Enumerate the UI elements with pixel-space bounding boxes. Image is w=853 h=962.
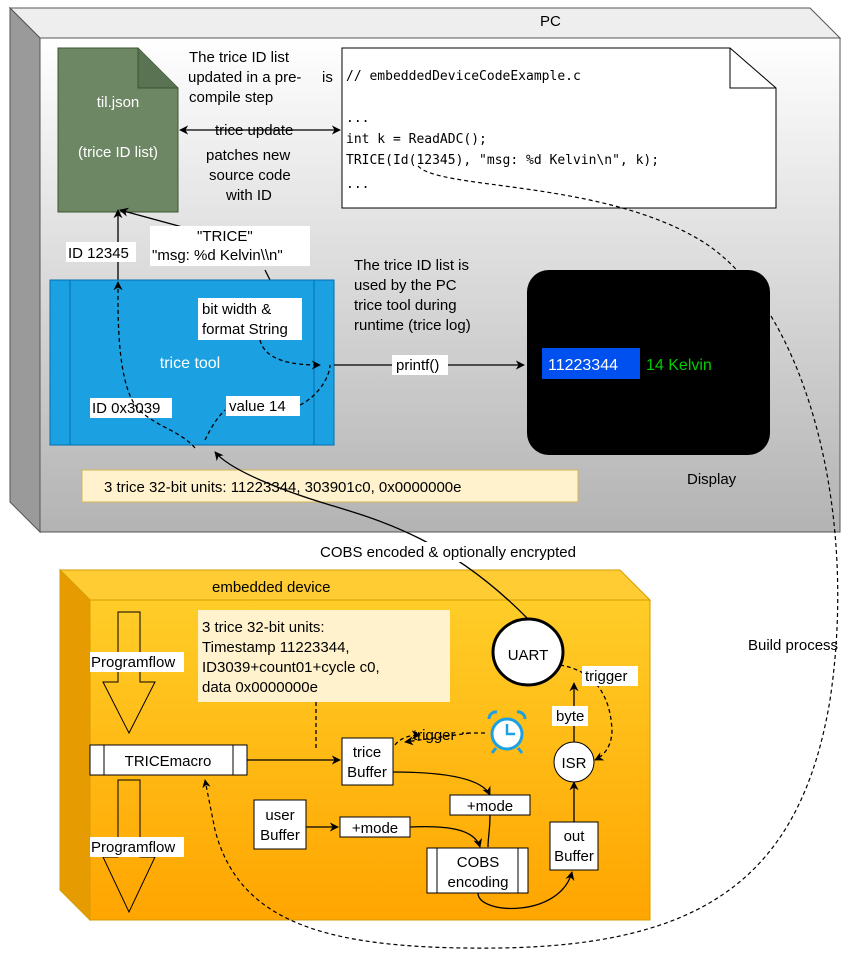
til-json-document[interactable]: til.json (trice ID list) [57,47,179,213]
programflow-top-label: Programflow [91,654,175,671]
uart-circle[interactable]: UART [491,617,565,687]
build-process-label: Build process [748,637,838,654]
pc-units-text: 3 trice 32-bit units: 11223344, 303901c0… [104,479,462,496]
cobs-line-2: encoding [448,874,509,891]
code-line-5: TRICE(Id(12345), "msg: %d Kelvin\n", k); [346,153,659,168]
mode-right-label: +mode [467,798,513,815]
programflow-bottom: Programflow [90,779,184,914]
trice-buffer-line-2: Buffer [347,764,387,781]
note-updated-line-3: updated in a pre- [188,69,301,86]
note-id-list-used: The trice ID list is used by the PC tric… [354,257,471,334]
clock-trigger: trigger [394,724,485,746]
emb-units-line-4: data 0x0000000e [202,679,318,696]
out-buffer-box[interactable]: out Buffer [549,821,599,871]
display-screen: 11223344 14 Kelvin [527,270,770,455]
display-value-1-bg [542,348,640,379]
note-patches-line-2: source code [209,167,291,184]
id-lookup-arrows: ID 12345 "TRICE" "msg: %d Kelvin\\n" [66,207,310,281]
mode-left-label: +mode [352,820,398,837]
isr-label: ISR [561,755,586,772]
user-buffer-line-2: Buffer [260,827,300,844]
trice-update-arrow: trice update [179,122,341,139]
til-json-subtitle: (trice ID list) [78,144,158,161]
tricemacro-label: TRICEmacro [125,753,212,770]
pc-title: PC [540,13,561,30]
cobs-link: COBS encoded & optionally encrypted [214,451,618,619]
note-id-list-updated: The trice ID list is updated in a pre- c… [188,49,333,106]
printf-arrow: printf() [334,355,525,375]
til-json-name: til.json [97,94,140,111]
bit-width-line-1: bit width & [202,301,271,318]
display-label: Display [687,471,737,488]
emb-units-line-3: ID3039+count01+cycle c0, [202,659,380,676]
id-12345-label: ID 12345 [68,245,129,262]
note-updated-line-4: compile step [189,89,273,106]
pc-units-note: 3 trice 32-bit units: 11223344, 303901c0… [81,469,579,503]
printf-label: printf() [396,357,439,374]
code-line-4: int k = ReadADC(); [346,132,487,147]
display-value-2: 14 Kelvin [646,357,712,374]
display-value-1: 11223344 [548,357,618,374]
embedded-title: embedded device [212,579,330,596]
note-used-line-3: trice tool during [354,297,457,314]
isr-circle[interactable]: ISR [553,741,595,783]
code-line-3: ... [346,111,369,126]
note-used-line-1: The trice ID list is [354,257,469,274]
out-buffer-line-2: Buffer [554,848,594,865]
trice-buffer-box[interactable]: trice Buffer [341,737,394,786]
trice-format-line-1: "TRICE" [197,228,253,245]
byte-label: byte [556,708,584,725]
id-hex-label: ID 0x3039 [92,400,160,417]
code-line-6: ... [346,177,369,192]
bit-width-line-2: format String [202,321,288,338]
embedded-units-note: 3 trice 32-bit units: Timestamp 11223344… [198,610,450,702]
trigger-label-uart: trigger [585,668,628,685]
cobs-note: COBS encoded & optionally encrypted [320,544,576,561]
uart-label: UART [508,647,549,664]
note-patches-source: patches new source code with ID [206,147,291,204]
cobs-line-1: COBS [457,854,500,871]
note-patches-line-3: with ID [225,187,272,204]
mode-box-left: +mode [339,816,411,838]
alarm-clock-icon [487,710,527,754]
note-used-line-2: used by the PC [354,277,457,294]
trice-tool-label: trice tool [160,355,220,372]
value-label: value 14 [229,398,286,415]
note-used-line-4: runtime (trice log) [354,317,471,334]
emb-units-line-2: Timestamp 11223344, [202,639,350,656]
user-buffer-line-1: user [265,807,294,824]
note-updated-line-1: The trice ID list [189,49,290,66]
trigger-label-clock: trigger [413,727,456,744]
cobs-encoding-box[interactable]: COBS encoding [426,847,529,894]
tricemacro-box[interactable]: TRICEmacro [89,744,248,776]
note-patches-line-1: patches new [206,147,290,164]
trice-buffer-line-1: trice [353,744,381,761]
trice-update-label: trice update [215,122,293,139]
programflow-top: Programflow [90,611,184,735]
code-line-1: // embeddedDeviceCodeExample.c [346,69,581,84]
out-buffer-line-1: out [564,828,586,845]
programflow-bottom-label: Programflow [91,839,175,856]
trice-format-line-2: "msg: %d Kelvin\\n" [152,247,283,264]
trice-tool-box[interactable]: trice tool bit width & format String ID … [49,279,335,449]
build-process-curve: Build process [202,165,839,949]
emb-units-line-1: 3 trice 32-bit units: [202,619,325,636]
note-updated-line-2: is [322,69,333,86]
user-buffer-box[interactable]: user Buffer [253,799,307,850]
mode-box-right: +mode [449,794,531,816]
code-document[interactable]: // embeddedDeviceCodeExample.c ... int k… [341,47,777,209]
